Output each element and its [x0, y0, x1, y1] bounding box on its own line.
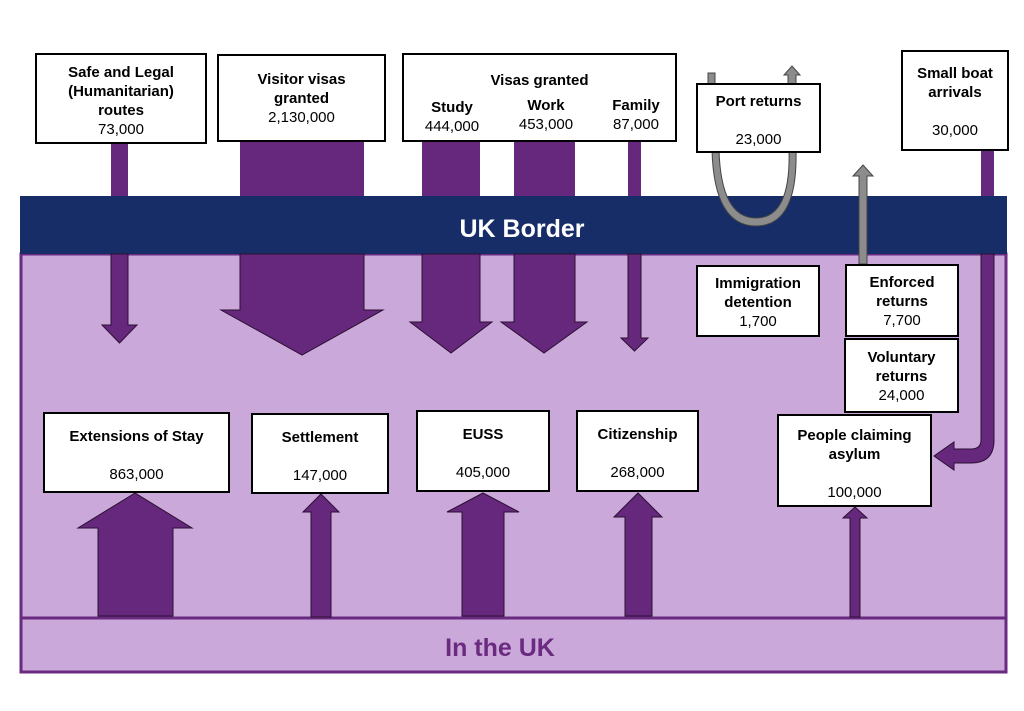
small-boat-arrow [933, 253, 995, 471]
small-boat-stem-top [981, 150, 994, 196]
immigration-detention-value: 1,700 [739, 313, 777, 330]
visa-study: Study 444,000 [412, 98, 492, 136]
extensions-title: Extensions of Stay [69, 428, 204, 445]
port-returns-box: Port returns 23,000 [696, 83, 821, 153]
uk-border-label: UK Border [459, 215, 585, 243]
asylum-box: People claiming asylum 100,000 [777, 414, 932, 507]
study-arrow [408, 253, 494, 354]
family-stem-top [628, 141, 641, 196]
safe-legal-value: 73,000 [98, 121, 144, 138]
immigration-detention-box: Immigration detention 1,700 [696, 265, 820, 337]
visa-study-value: 444,000 [424, 118, 480, 135]
safe-legal-stem-top [111, 142, 128, 196]
visitor-visas-box: Visitor visas granted 2,130,000 [217, 54, 386, 142]
extensions-value: 863,000 [109, 466, 164, 483]
visas-granted-box: Visas granted Study 444,000 Work 453,000… [402, 53, 677, 142]
settlement-arrow [301, 493, 341, 618]
enforced-return-arrow [851, 164, 875, 265]
enforced-returns-title: Enforced returns [869, 274, 935, 310]
safe-legal-box: Safe and Legal (Humanitarian) routes 73,… [35, 53, 207, 144]
settlement-title: Settlement [281, 429, 359, 446]
asylum-arrow [841, 506, 869, 618]
enforced-returns-value: 7,700 [883, 312, 921, 329]
immigration-detention-title: Immigration detention [715, 275, 801, 311]
port-return-arrow-head [782, 65, 802, 85]
extensions-arrow [76, 492, 194, 617]
enforced-returns-box: Enforced returns 7,700 [845, 264, 959, 337]
port-returns-title: Port returns [715, 93, 802, 110]
visitor-visas-value: 2,130,000 [268, 109, 335, 126]
family-arrow [619, 253, 650, 352]
citizenship-box: Citizenship 268,000 [576, 410, 699, 492]
euss-arrow [446, 492, 520, 617]
visitor-visas-title: Visitor visas granted [257, 71, 346, 107]
citizenship-title: Citizenship [597, 426, 678, 443]
voluntary-returns-value: 24,000 [878, 387, 925, 404]
work-arrow [499, 253, 589, 354]
uk-border-band [20, 196, 1007, 254]
study-stem-top [422, 141, 480, 196]
extensions-box: Extensions of Stay 863,000 [43, 412, 230, 493]
euss-title: EUSS [462, 426, 504, 443]
visa-study-label: Study [431, 99, 473, 116]
asylum-value: 100,000 [827, 484, 882, 501]
visitor-stem-top [240, 141, 364, 196]
visas-granted-title: Visas granted [490, 72, 589, 89]
settlement-box: Settlement 147,000 [251, 413, 389, 494]
small-boat-title: Small boat arrivals [917, 65, 993, 101]
voluntary-returns-box: Voluntary returns 24,000 [844, 338, 959, 413]
visitor-arrow [219, 253, 385, 356]
small-boat-value: 30,000 [932, 122, 978, 139]
safe-legal-title: Safe and Legal (Humanitarian) routes [68, 64, 174, 119]
safe-legal-arrow [100, 253, 139, 344]
visa-family-value: 87,000 [613, 116, 659, 133]
work-stem-top [514, 141, 575, 196]
port-returns-value: 23,000 [735, 131, 782, 148]
visa-family: Family 87,000 [600, 96, 672, 134]
visa-work: Work 453,000 [506, 96, 586, 134]
visa-work-label: Work [527, 97, 565, 114]
settlement-value: 147,000 [292, 467, 348, 484]
small-boat-box: Small boat arrivals 30,000 [901, 50, 1009, 151]
citizenship-arrow [612, 492, 664, 617]
in-the-uk-label: In the UK [445, 634, 555, 662]
asylum-title: People claiming asylum [797, 427, 912, 463]
euss-box: EUSS 405,000 [416, 410, 550, 492]
citizenship-value: 268,000 [610, 464, 665, 481]
voluntary-returns-title: Voluntary returns [867, 349, 936, 385]
visa-work-value: 453,000 [518, 116, 574, 133]
visa-family-label: Family [612, 97, 660, 114]
euss-value: 405,000 [455, 464, 511, 481]
